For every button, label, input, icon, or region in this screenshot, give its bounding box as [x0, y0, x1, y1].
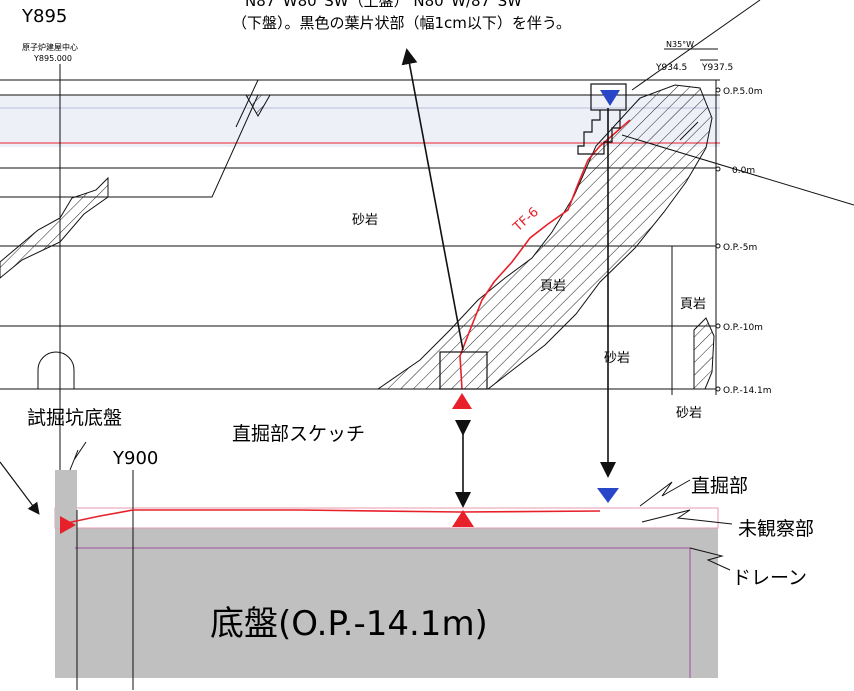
fault-trace — [459, 119, 631, 390]
tunnel-arch — [37, 351, 75, 389]
annotation-line-2: （下盤）。黒色の葉片状部（幅1cm以下）を伴う。 — [232, 14, 571, 32]
hatch-body-right — [693, 317, 715, 390]
blue-marker-lower — [597, 488, 619, 503]
op-m14-label: O.P.-14.1m — [723, 386, 772, 396]
fault-label: TF-6 — [510, 205, 542, 236]
drain-label: ドレーン — [732, 567, 807, 589]
level-tick — [715, 166, 721, 172]
leader-zigzag-unobserved — [641, 509, 733, 525]
annotation-line-1: N87°W80°SW（上盤） N80°W/87°SW — [245, 0, 522, 10]
op-5-label: O.P.5.0m — [723, 87, 763, 97]
direct-sketch-label: 直掘部スケッチ — [232, 423, 365, 445]
level-tick — [715, 87, 721, 93]
red-marker-center — [452, 510, 474, 527]
sketch-box-bottom — [439, 351, 488, 390]
y900-label: Y900 — [112, 448, 158, 469]
pale-band — [0, 95, 720, 147]
op-m5-label: O.P.-5m — [723, 243, 757, 253]
y934-label: Y934.5 — [655, 63, 687, 73]
red-marker-upper — [452, 393, 472, 409]
leader-zigzag-drain — [689, 547, 731, 571]
rock-label-shale-2: 頁岩 — [680, 297, 706, 312]
hatch-body-main — [376, 84, 713, 390]
pointer-line — [631, 0, 761, 91]
unobserved-label: 未観察部 — [738, 518, 814, 540]
hatch-body-top-left — [245, 94, 271, 118]
lower-section: 試掘坑底盤 Y900 直掘部スケッチ 直掘部 未観察部 ドレーン 底盤(O.P.… — [27, 407, 814, 690]
rock-label-sandstone-1: 砂岩 — [352, 213, 378, 228]
op-0-label: 0.0m — [732, 166, 755, 176]
excavation-edge — [235, 79, 259, 128]
hatch-body-left — [0, 176, 109, 279]
rock-label-sandstone-2: 砂岩 — [604, 351, 630, 366]
y895-label: Y895 — [21, 6, 67, 27]
blue-marker-upper — [600, 90, 620, 106]
y937-label: Y937.5 — [701, 63, 733, 73]
basement-slab — [55, 508, 718, 678]
rock-label-sandstone-3: 砂岩 — [676, 406, 702, 421]
level-tick — [715, 386, 721, 392]
op-m10-label: O.P.-10m — [723, 323, 763, 333]
direct-dig-label: 直掘部 — [691, 475, 748, 497]
reactor-center-label: 原子炉建屋中心 — [22, 42, 78, 52]
strike-symbol — [679, 121, 699, 141]
level-tick — [715, 243, 721, 249]
fault-trace-plan — [61, 509, 601, 525]
test-pit-strip — [55, 470, 77, 528]
test-pit-floor-label: 試掘坑底盤 — [27, 407, 122, 429]
basement-label: 底盤(O.P.-14.1m) — [210, 604, 488, 644]
leader-zigzag-test-pit — [69, 441, 87, 471]
pointer-line — [621, 134, 854, 206]
arrow-to-annotation — [401, 48, 464, 351]
leader-zigzag-direct — [639, 479, 691, 507]
strike-note: N35°W — [666, 40, 694, 49]
level-tick — [715, 323, 721, 329]
arrow-to-test-pit — [0, 461, 40, 515]
level-ticks — [715, 87, 721, 392]
reactor-center-coord: Y895.000 — [33, 54, 72, 63]
sketch-step-outline — [577, 110, 621, 155]
red-marker-left — [60, 516, 76, 534]
rock-label-shale-1: 頁岩 — [540, 279, 566, 294]
